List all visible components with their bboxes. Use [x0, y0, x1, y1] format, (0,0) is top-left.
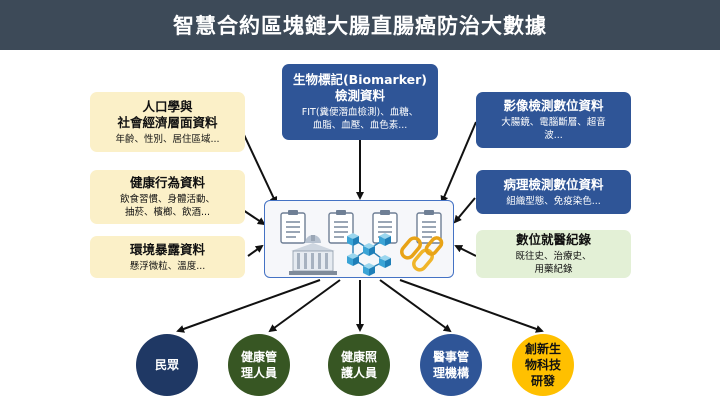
medical-records-sub: 既往史、治療史、 用藥紀錄 [515, 251, 592, 275]
behavior-data-box: 健康行為資料 飲食習慣、身體活動、 抽菸、檳榔、飲酒... [90, 170, 245, 224]
biomarker-title: 生物標記(Biomarker) 檢測資料 [292, 72, 428, 103]
beneficiary-label-3: 健康照 護人員 [340, 350, 377, 380]
arrow-pathology [453, 197, 476, 224]
arrow-medical-records [454, 245, 477, 257]
arrow-environment [247, 244, 264, 257]
behavior-title: 健康行為資料 [129, 175, 205, 190]
arrow-imaging [440, 121, 477, 204]
imaging-sub: 大腸鏡、電腦斷層、超音 波... [501, 117, 606, 141]
header-bar: 智慧合約區塊鏈大腸直腸癌防治大數據 [0, 0, 720, 50]
demographic-data-box: 人口學與 社會經濟層面資料 年齡、性別、居住區域... [90, 92, 245, 152]
medical-records-box: 數位就醫紀錄 既往史、治療史、 用藥紀錄 [476, 230, 631, 278]
pathology-title: 病理檢測數位資料 [503, 176, 604, 192]
government-building-icon [289, 235, 337, 275]
pathology-data-box: 病理檢測數位資料 組織型態、免疫染色... [476, 170, 631, 214]
medical-records-title: 數位就醫紀錄 [515, 232, 591, 247]
behavior-sub: 飲食習慣、身體活動、 抽菸、檳榔、飲酒... [119, 194, 215, 218]
page-title: 智慧合約區塊鏈大腸直腸癌防治大數據 [173, 14, 547, 38]
chain-link-icon [400, 236, 444, 272]
document-icon-1 [280, 209, 306, 244]
beneficiary-health-managers: 健康管 理人員 [228, 334, 290, 396]
biomarker-data-box: 生物標記(Biomarker) 檢測資料 FIT(糞便潛血檢測)、血糖、 血脂、… [282, 64, 438, 140]
beneficiary-label-2: 健康管 理人員 [240, 350, 277, 380]
beneficiary-label-5: 創新生 物科技 研發 [524, 342, 561, 388]
beneficiary-care-staff: 健康照 護人員 [328, 334, 390, 396]
environment-data-box: 環境暴露資料 懸浮微粒、溫度... [90, 236, 245, 278]
environment-title: 環境暴露資料 [129, 241, 205, 257]
beneficiary-institutions: 醫事管 理機構 [420, 334, 482, 396]
arrow-to-biotech [399, 279, 544, 333]
pathology-sub: 組織型態、免疫染色... [506, 195, 601, 207]
beneficiary-biotech: 創新生 物科技 研發 [512, 334, 574, 396]
demographic-sub: 年齡、性別、居住區域... [115, 133, 220, 145]
beneficiary-public: 民眾 [136, 334, 198, 396]
arrow-to-institutions [379, 279, 452, 333]
biomarker-sub: FIT(糞便潛血檢測)、血糖、 血脂、血壓、血色素... [301, 107, 419, 131]
environment-sub: 懸浮微粒、溫度... [129, 260, 206, 272]
imaging-title: 影像檢測數位資料 [503, 98, 604, 113]
arrow-to-public [176, 279, 321, 333]
imaging-data-box: 影像檢測數位資料 大腸鏡、電腦斷層、超音 波... [476, 92, 631, 148]
blockchain-network-icon [347, 233, 391, 276]
demographic-title: 人口學與 社會經濟層面資料 [117, 98, 218, 130]
arrow-to-health-managers [268, 279, 341, 333]
blockchain-hub [264, 200, 454, 278]
beneficiary-label-1: 民眾 [154, 358, 179, 372]
beneficiary-label-4: 醫事管 理機構 [432, 350, 469, 380]
